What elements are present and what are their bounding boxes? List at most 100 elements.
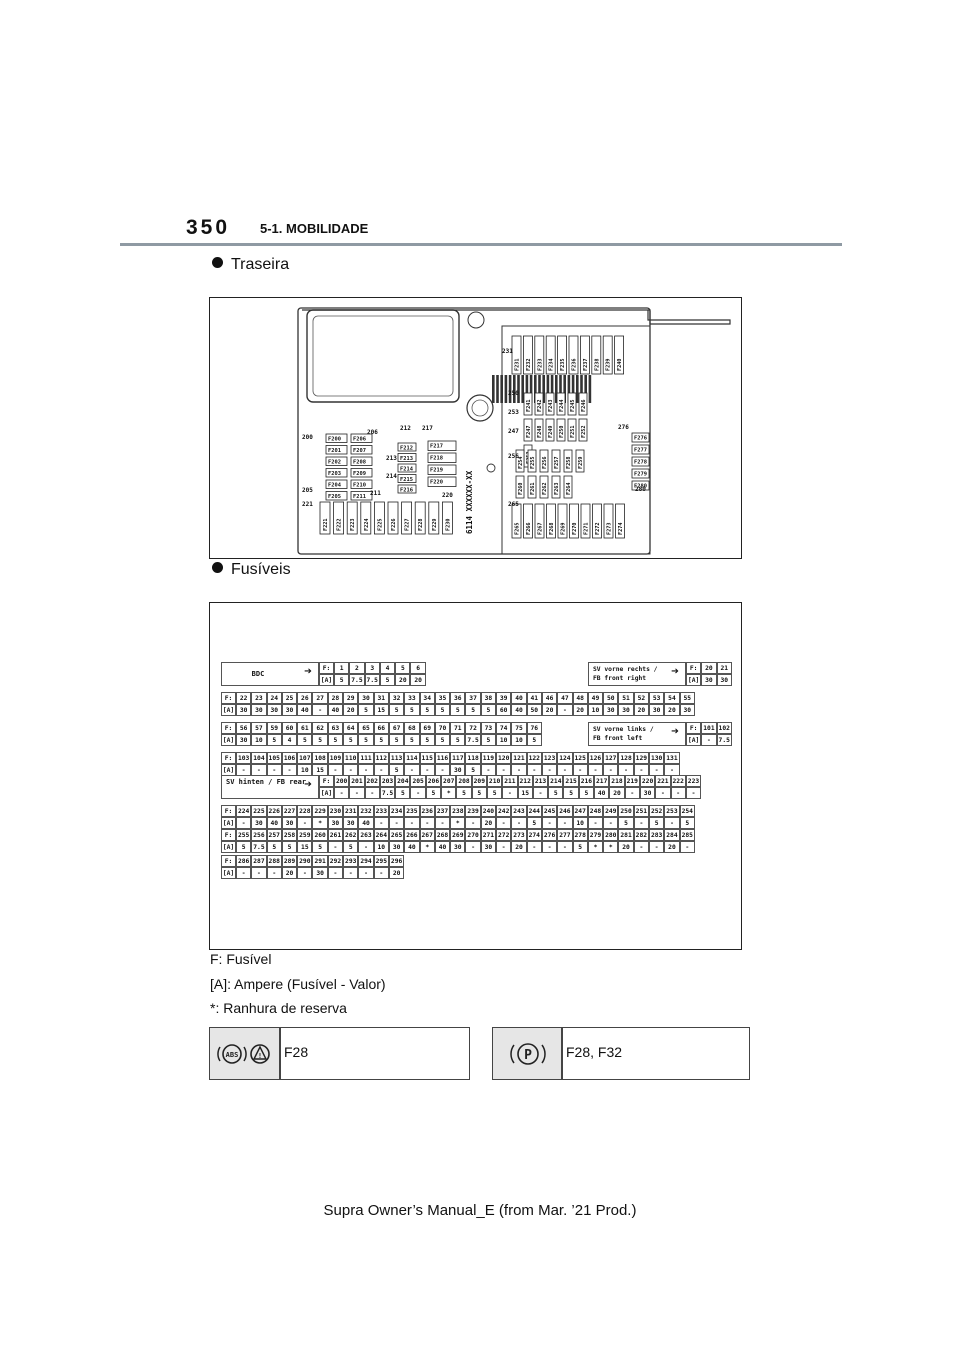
fuse-ampere: -: [664, 817, 680, 829]
fuse-label: F226: [391, 519, 397, 532]
bullet-rear: Traseira: [212, 256, 289, 274]
fuse-slot: [551, 475, 561, 499]
fuse-number: 273: [511, 829, 527, 841]
fuse-number: 52: [633, 692, 650, 704]
fuse-number: 74: [496, 722, 512, 734]
fuse-ampere: 5: [486, 787, 503, 799]
fuse-label: F202: [328, 460, 341, 466]
fuse-ampere: 20: [511, 841, 527, 853]
fuse-label: F263: [554, 483, 560, 496]
fuse-number: 282: [633, 829, 650, 841]
fuse-number: 1: [334, 662, 350, 674]
fuse-slot: [387, 501, 399, 535]
fuse-table-row-label: F:[A]: [221, 855, 236, 879]
fuse-ampere: 15: [297, 841, 313, 853]
page-number: 350: [186, 216, 231, 239]
fuse-number: 285: [679, 829, 695, 841]
fuse-number: 49: [587, 692, 604, 704]
fuse-table-column: 105-: [266, 752, 282, 776]
bullet-dot-icon: [212, 562, 223, 573]
fuse-ampere: 40: [594, 787, 610, 799]
fuse-ampere: -: [358, 841, 374, 853]
fuse-table-note: SV hinten / FB rear➔: [221, 775, 319, 799]
parking-brake-icon: P: [510, 1043, 546, 1065]
diagram-label: 247: [508, 428, 519, 435]
fuse-number: 119: [480, 752, 497, 764]
fuse-ampere: 5: [297, 734, 313, 746]
fuse-label: F248: [537, 426, 543, 439]
fuse-ampere: 20: [618, 841, 634, 853]
fuse-ampere: 7.5: [379, 787, 396, 799]
fuse-table-column: 221-: [655, 775, 671, 799]
fuse-number: 226: [266, 805, 282, 817]
fuse-number: 40: [511, 692, 527, 704]
fuse-slot: [534, 418, 544, 442]
fuse-table-column: 110-: [343, 752, 359, 776]
fuse-label: F256: [542, 457, 548, 470]
fuse-ampere: 20: [609, 787, 625, 799]
fuse-table-column: 279*: [587, 829, 604, 853]
fuse-number: 64: [343, 722, 359, 734]
fuse-slot: [373, 501, 385, 535]
diagram-label: 220: [442, 492, 453, 499]
fuse-number: 223: [685, 775, 702, 787]
fuse-slot: [350, 479, 373, 489]
fuse-slot: [427, 452, 457, 463]
fuse-number: 263: [358, 829, 374, 841]
fuse-number: 35: [434, 692, 451, 704]
fuse-slot: [579, 335, 590, 375]
fuse-table-column: 253-: [664, 805, 680, 829]
fuse-table-note-text: BDC: [251, 670, 265, 678]
fuse-ampere: 10: [587, 704, 604, 716]
diagram-label: 231: [502, 348, 513, 355]
fuse-ampere: 40: [358, 817, 374, 829]
fuse-number: 57: [251, 722, 267, 734]
fuse-number: 34: [419, 692, 435, 704]
fuse-label: F227: [405, 519, 411, 532]
fuse-ampere: -: [557, 817, 573, 829]
fuse-number: 117: [450, 752, 466, 764]
fuse-ampere: -: [655, 787, 671, 799]
fuse-number: 278: [572, 829, 588, 841]
fuse-table-column: 261-: [327, 829, 344, 853]
legend-ampere: [A]: Ampere (Fusível - Valor): [210, 976, 386, 992]
fuse-label: F251: [570, 426, 576, 439]
fuse-number: 102: [716, 722, 732, 734]
fuse-label: F265: [515, 523, 521, 536]
fuse-ampere: 20: [664, 704, 680, 716]
fuse-table-column: 239-: [465, 805, 481, 829]
fuse-table-row-label: F:[A]: [221, 722, 236, 746]
fuse-number: 243: [511, 805, 527, 817]
fuse-slot: [397, 453, 417, 462]
fuse-table-column: 128-: [618, 752, 634, 776]
fuse-ampere: 5: [649, 817, 665, 829]
fuse-number: 227: [281, 805, 298, 817]
function-row-1-icons: ABS !: [209, 1027, 281, 1080]
fuse-ampere: 5: [236, 841, 252, 853]
fuse-ampere: 5: [404, 734, 420, 746]
fuse-ampere: 30: [236, 734, 252, 746]
fuse-slot: [523, 503, 533, 539]
fuse-ampere: 50: [526, 704, 542, 716]
fuse-slot: [397, 463, 417, 473]
fuse-ampere: 5: [526, 817, 542, 829]
fuse-number: 47: [557, 692, 573, 704]
mounting-hole: [467, 311, 485, 329]
fuse-ampere: -: [410, 787, 426, 799]
